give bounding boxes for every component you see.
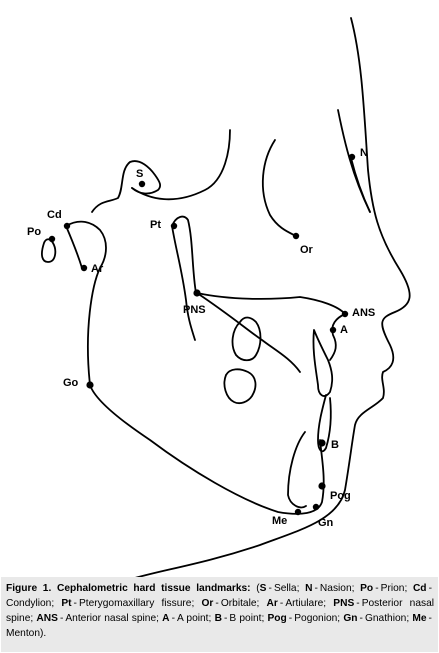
landmark-label-Cd: Cd	[47, 209, 62, 221]
landmark-label-Me: Me	[272, 515, 287, 527]
landmark-dot-PNS	[193, 289, 201, 297]
caption-abbr-po: Po	[360, 583, 374, 594]
caption-abbr-b: B	[214, 613, 222, 624]
caption-abbr-a: A	[162, 613, 170, 624]
landmark-dot-Pt	[170, 222, 178, 230]
landmark-dot-Or	[292, 232, 300, 240]
caption-desc-ans: - Anterior nasal spine	[57, 613, 157, 624]
caption-open-paren: (	[256, 583, 260, 594]
landmark-dot-Gn	[312, 503, 320, 511]
caption-abbr-ar: Ar	[266, 598, 278, 609]
caption-desc-a: - A point	[169, 613, 209, 624]
landmark-label-Pt: Pt	[150, 219, 161, 231]
maxilla-lower	[196, 292, 301, 373]
caption-desc-b: - B point	[221, 613, 262, 624]
landmark-dot-N	[348, 153, 356, 161]
tracing-svg: S N Po Cd Ar Pt Or PNS ANS A Go B Pog Me…	[27, 17, 411, 580]
caption-desc-pog: - Pogonion	[286, 613, 338, 624]
caption-desc-ar: - Artiulare	[277, 598, 324, 609]
caption-abbr-ans: ANS	[36, 613, 58, 624]
anterior-maxilla	[329, 313, 346, 361]
landmark-label-Po: Po	[27, 226, 41, 238]
landmark-label-A: A	[340, 324, 348, 336]
caption-abbr-n: N	[305, 583, 313, 594]
symphysis-inner	[287, 431, 307, 509]
figure-caption: Figure 1. Cephalometric hard tissue land…	[6, 581, 434, 641]
figure-caption-box: Figure 1. Cephalometric hard tissue land…	[1, 577, 438, 652]
landmark-label-N: N	[360, 147, 368, 159]
caption-desc-pns: - Posterior nasal spine	[6, 598, 435, 624]
landmark-label-ANS: ANS	[352, 307, 375, 319]
landmark-labels: S N Po Cd Ar Pt Or PNS ANS A Go B Pog Me…	[27, 147, 375, 529]
caption-abbr-pog: Pog	[267, 613, 287, 624]
palatal-plane	[196, 292, 346, 315]
caption-figure-label: Figure 1.	[6, 583, 52, 594]
landmark-dot-Pog	[318, 482, 326, 490]
cranial-base	[91, 160, 162, 213]
landmark-dot-ANS	[341, 310, 349, 318]
condyle-ramus	[65, 220, 325, 515]
articular-notch	[65, 225, 83, 269]
caption-desc-me: - Menton	[6, 613, 434, 639]
landmark-dot-A	[329, 326, 337, 334]
caption-desc-or: - Orbitale	[213, 598, 257, 609]
caption-desc-s: - Sella	[266, 583, 297, 594]
landmark-dot-S	[138, 180, 146, 188]
ear-ring	[41, 238, 57, 263]
landmark-label-S: S	[136, 168, 143, 180]
nasal-bone-inner	[350, 157, 371, 213]
caption-abbr-pt: Pt	[61, 598, 72, 609]
caption-items: S - Sella; N - Nasion; Po - Prion; Cd - …	[6, 583, 435, 639]
skull-roof	[131, 129, 231, 201]
caption-abbr-pns: PNS	[333, 598, 355, 609]
pterygoid-process	[171, 215, 197, 294]
landmark-dot-Me	[294, 508, 302, 516]
caption-abbr-me: Me	[412, 613, 427, 624]
landmark-label-PNS: PNS	[183, 304, 206, 316]
landmark-dot-B	[318, 439, 326, 447]
orbit-contour	[261, 139, 297, 237]
caption-desc-cd: - Condylion	[6, 583, 435, 609]
forehead-nose-profile	[127, 17, 411, 580]
caption-abbr-or: Or	[201, 598, 214, 609]
skull-outline	[41, 17, 411, 580]
landmark-label-Pog: Pog	[330, 490, 351, 502]
landmark-dot-Go	[86, 381, 94, 389]
lower-molar	[223, 368, 257, 405]
landmark-dot-Ar	[80, 264, 88, 272]
landmark-label-Or: Or	[300, 244, 314, 256]
cephalometric-tracing: S N Po Cd Ar Pt Or PNS ANS A Go B Pog Me…	[27, 17, 411, 580]
caption-abbr-gn: Gn	[343, 613, 358, 624]
landmark-label-Go: Go	[63, 377, 79, 389]
caption-close: ).	[39, 628, 47, 639]
landmark-dots	[48, 153, 356, 516]
caption-desc-gn: - Gnathion	[357, 613, 407, 624]
landmark-dot-Po	[48, 235, 56, 243]
upper-incisor	[312, 329, 334, 397]
landmark-dot-Cd	[63, 222, 71, 230]
caption-title: Cephalometric hard tissue landmarks:	[56, 583, 251, 594]
landmark-label-Gn: Gn	[318, 517, 334, 529]
caption-desc-pt: - Pterygomaxillary fissure	[71, 598, 192, 609]
caption-abbr-cd: Cd	[412, 583, 427, 594]
upper-molar	[231, 316, 262, 362]
caption-desc-n: - Nasion	[312, 583, 352, 594]
caption-desc-po: - Prion	[373, 583, 405, 594]
pterygoid-plate	[171, 225, 196, 341]
lower-incisor	[317, 394, 332, 453]
landmark-label-B: B	[331, 439, 339, 451]
landmark-label-Ar: Ar	[91, 263, 104, 275]
caption-abbr-s: S	[259, 583, 267, 594]
